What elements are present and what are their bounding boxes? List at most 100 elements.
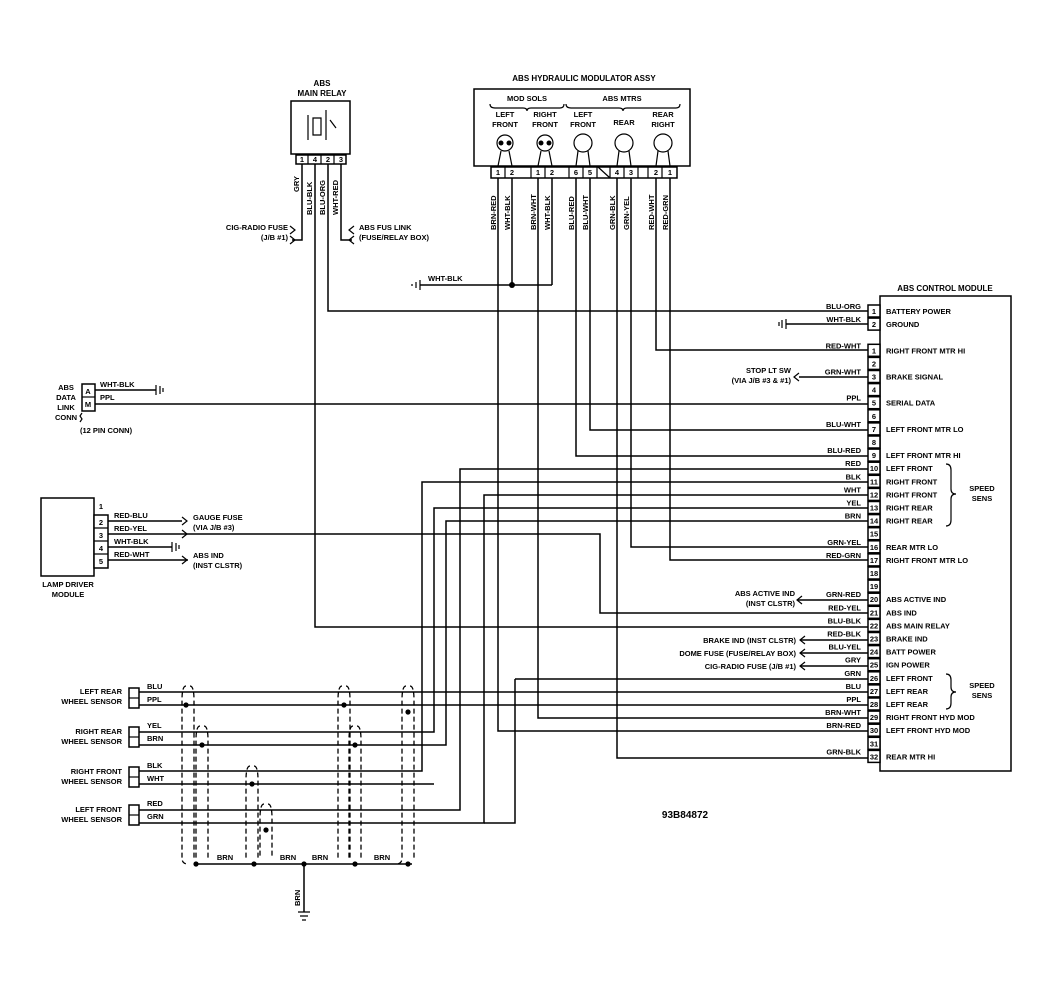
control-module-pin-number: 15 <box>870 530 878 539</box>
control-module-pin-cell <box>867 592 881 606</box>
control-module-pin-cell <box>867 409 881 423</box>
data-link-wire: PPL <box>100 393 115 402</box>
control-module-title: ABS CONTROL MODULE <box>897 284 993 293</box>
lamp-driver-body <box>40 497 95 577</box>
control-module-pin-function: ABS IND <box>886 608 917 617</box>
speed-sens-label: SPEED <box>969 681 995 690</box>
control-module-external-refs: STOP LT SW (VIA J/B #3 & #1) ABS ACTIVE … <box>679 319 868 671</box>
lamp-driver-label: MODULE <box>52 590 85 599</box>
sensor-label: RIGHT REAR <box>75 727 122 736</box>
connector-chevron-icon <box>289 225 296 245</box>
modulator-pin: 2 <box>510 168 514 177</box>
control-module-pin-function: ABS ACTIVE IND <box>886 595 947 604</box>
sensor-label: RIGHT FRONT <box>71 767 123 776</box>
relay-wire-label: WHT-RED <box>331 179 340 215</box>
control-module-pin-number: 2 <box>872 359 876 368</box>
data-link-label: CONN <box>55 413 77 422</box>
sensor-wire-label: PPL <box>147 695 162 704</box>
control-module-pin-number: 25 <box>870 661 878 670</box>
control-module-pin-cell <box>867 605 881 620</box>
sensor-wire-label: YEL <box>147 721 162 730</box>
sensor-connector-left-front <box>128 804 140 826</box>
sensor-wire-label: BRN <box>147 734 163 743</box>
relay-pin: 1 <box>300 155 304 164</box>
control-module-wire-label: PPL <box>846 394 861 403</box>
control-module-pin-number: 29 <box>870 713 878 722</box>
control-module-pin-number: 7 <box>872 425 876 434</box>
control-module-pin-number: 28 <box>870 700 878 709</box>
modulator-wire-label: BLU-WHT <box>581 195 590 230</box>
control-module-pin-cell <box>867 343 881 358</box>
relay-switch-symbol <box>307 110 337 140</box>
control-module-pin-row: 15 <box>867 526 881 541</box>
stop-lt-via: (VIA J/B #3 & #1) <box>732 376 792 385</box>
control-module-pin-cell <box>867 448 881 462</box>
control-module-pin-cell <box>867 395 881 410</box>
control-module-pin-number: 27 <box>870 687 878 696</box>
control-module-wire-label: WHT <box>844 485 861 494</box>
relay-pin: 2 <box>326 155 330 164</box>
control-module-pin-cell <box>867 710 881 724</box>
modulator-section-label: LEFT <box>496 110 515 119</box>
control-module-pin-number: 13 <box>870 504 878 513</box>
control-module-pin-cell <box>867 736 881 751</box>
control-module-pin-function: RIGHT REAR <box>886 504 933 513</box>
modulator-section-label: RIGHT <box>651 120 675 129</box>
speed-sens-brace <box>945 463 957 527</box>
sensor-label: WHEEL SENSOR <box>61 815 122 824</box>
control-module-pin-function: RIGHT FRONT MTR LO <box>886 556 968 565</box>
abs-mtrs-label: ABS MTRS <box>602 94 641 103</box>
modulator-title: ABS HYDRAULIC MODULATOR ASSY <box>512 74 656 83</box>
control-module-wire-label: YEL <box>846 499 861 508</box>
control-module-pin-number: 5 <box>872 399 876 408</box>
speed-sens-brace <box>945 673 957 710</box>
abs-ind-ref: ABS IND <box>193 551 224 560</box>
modulator-pin: 1 <box>496 168 500 177</box>
control-module-pin-row: 31 <box>867 736 881 751</box>
diagram-id: 93B84872 <box>662 810 709 821</box>
control-module-pin-cell <box>867 382 881 397</box>
abs-data-link-connector: ABS DATA LINK CONN A M (12 PIN CONN) WHT… <box>55 380 868 435</box>
relay-pin: 3 <box>339 155 343 164</box>
connector-chevron-icon <box>181 555 188 565</box>
control-module-pin-cell <box>867 566 881 580</box>
control-module-pin-number: 9 <box>872 451 876 460</box>
control-module-pin-number: 10 <box>870 464 878 473</box>
data-link-wire: WHT-BLK <box>100 380 135 389</box>
abs-mtrs-brace <box>565 103 681 112</box>
control-module-wire-label: GRY <box>845 656 861 665</box>
data-link-pin: A <box>85 387 91 396</box>
control-module-pin-row: 6 <box>867 409 881 423</box>
gauge-fuse-loc: (VIA J/B #3) <box>193 523 235 532</box>
control-module-pin-cell <box>867 749 881 764</box>
sensor-wire-label: BLK <box>147 761 163 770</box>
connector-chevron-icon <box>799 635 806 645</box>
sensor-label: WHEEL SENSOR <box>61 737 122 746</box>
lamp-driver-pin: 3 <box>99 531 103 540</box>
gauge-fuse-ref: GAUGE FUSE <box>193 513 243 522</box>
active-ind-loc: (INST CLSTR) <box>746 599 796 608</box>
control-module-pin-cell <box>867 618 881 633</box>
motor-icon <box>614 133 634 153</box>
control-module-pin-number: 32 <box>870 752 878 761</box>
modulator-section-label: FRONT <box>570 120 596 129</box>
modulator-wire-label: GRN-YEL <box>622 196 631 230</box>
control-module-pin-number: 16 <box>870 543 878 552</box>
control-module-wire-label: GRN-YEL <box>827 538 861 547</box>
data-link-label: ABS <box>58 383 74 392</box>
control-module-pin-cell <box>867 657 881 672</box>
connector-chevron-icon <box>799 648 806 658</box>
control-module-wire-label: GRN-WHT <box>825 368 862 377</box>
control-module-pin-function: LEFT FRONT <box>886 674 933 683</box>
control-module-wire-label: BLU-BLK <box>828 616 862 625</box>
control-module-pin-function: BATT POWER <box>886 648 936 657</box>
control-module-pin-number: 3 <box>872 373 876 382</box>
relay-wire-label: BLU-ORG <box>318 180 327 215</box>
